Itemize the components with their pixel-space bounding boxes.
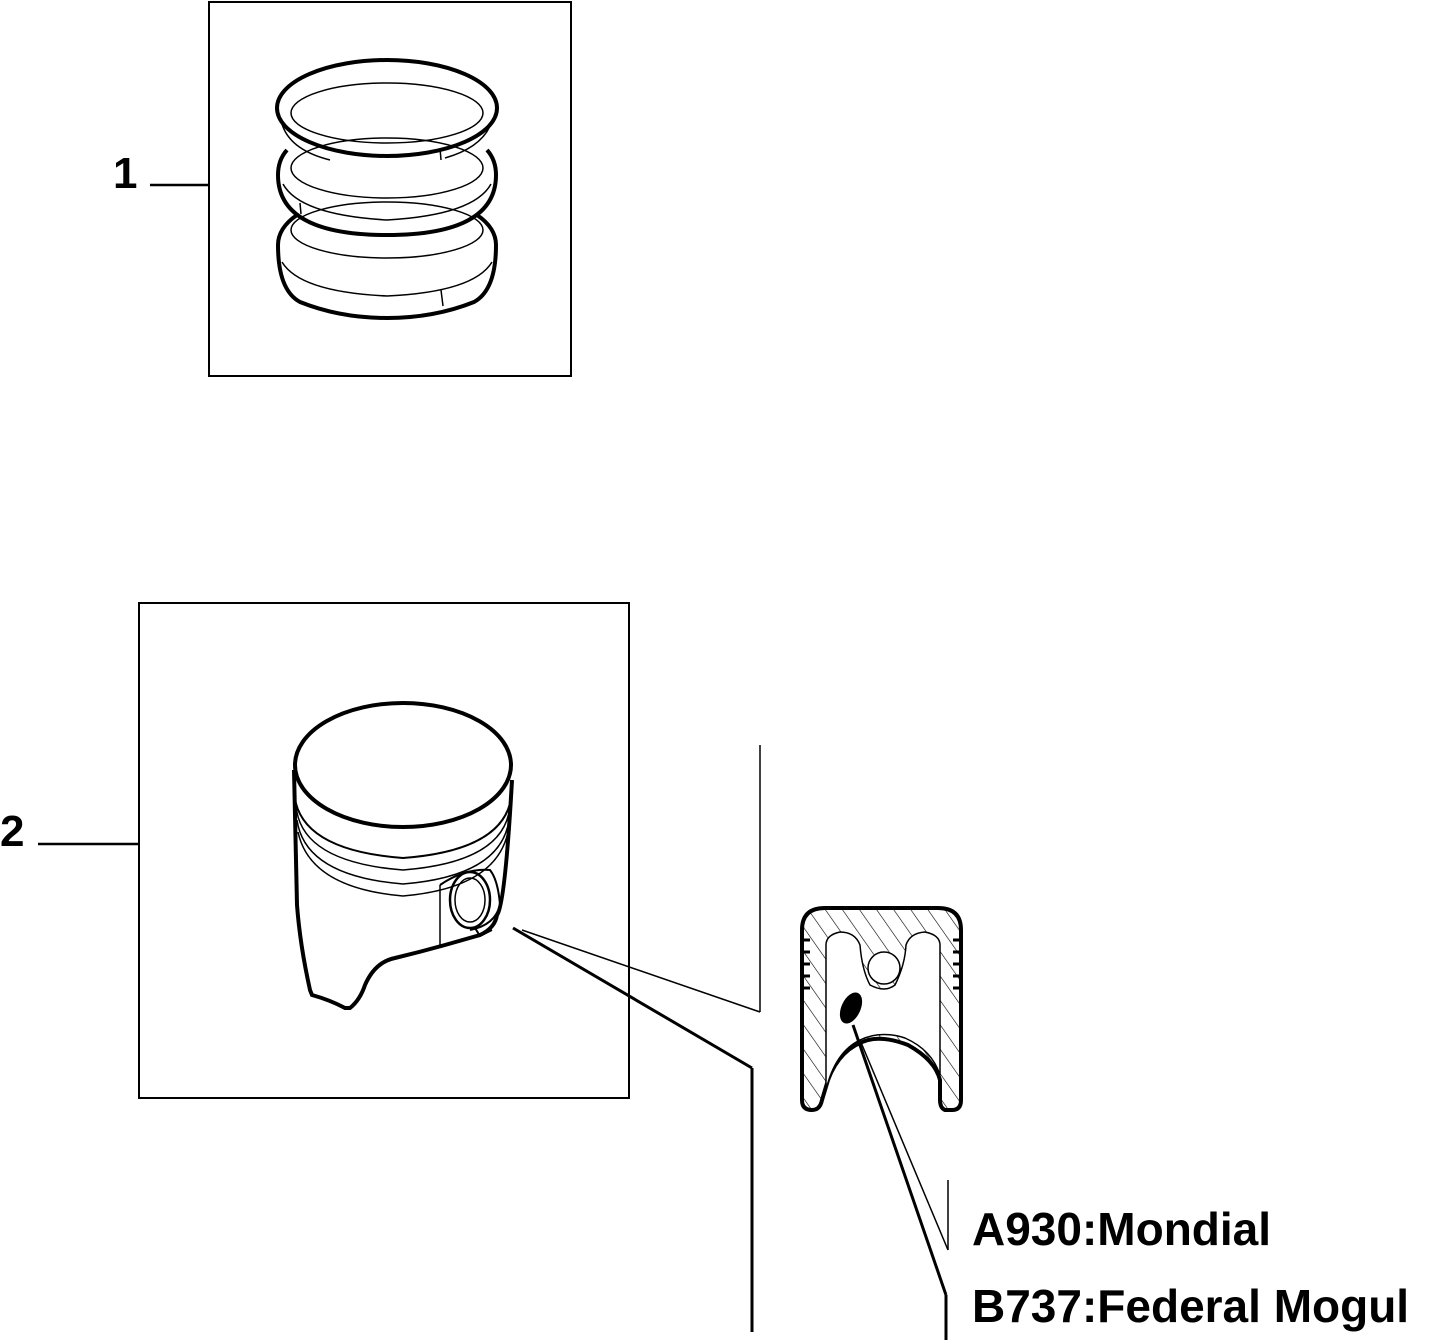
legend-code-a: A930:Mondial bbox=[972, 1203, 1271, 1255]
part-1-group[interactable]: 1 bbox=[113, 1, 572, 377]
part-2-callout-number: 2 bbox=[0, 807, 24, 856]
part-1-frame bbox=[208, 1, 572, 377]
piston-section-icon bbox=[800, 906, 963, 1113]
piston-ring-set-icon bbox=[275, 58, 499, 321]
part-2-group[interactable]: 2 bbox=[0, 602, 761, 1332]
part-2-frame bbox=[138, 602, 630, 1099]
legend-leader-lines bbox=[851, 1024, 949, 1340]
detail-leader-lines bbox=[512, 745, 761, 1332]
marking-dot bbox=[839, 992, 863, 1024]
legend-code-b: B737:Federal Mogul bbox=[972, 1280, 1409, 1332]
part-1-callout-number: 1 bbox=[113, 149, 137, 198]
piston-icon bbox=[292, 701, 514, 1010]
